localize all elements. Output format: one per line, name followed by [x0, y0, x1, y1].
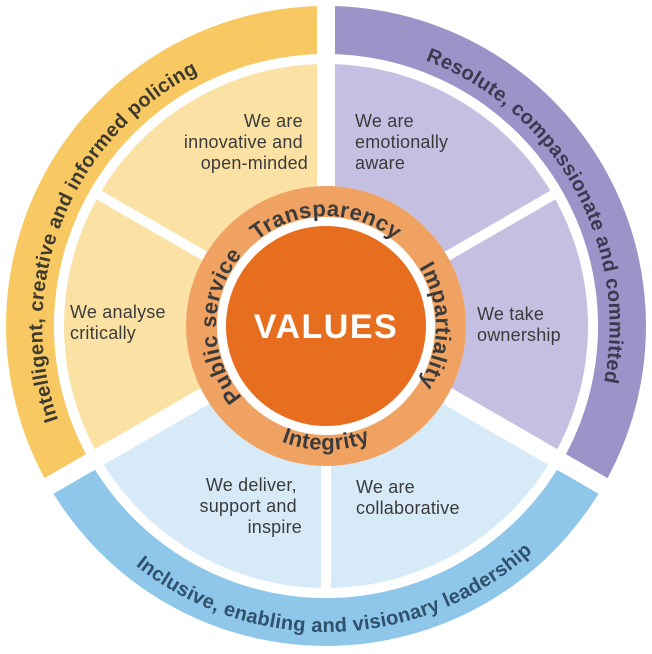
segment-text-line: innovative and — [184, 132, 303, 152]
hub-core-circle — [226, 226, 426, 426]
segment-text-line: We analyse — [70, 302, 166, 322]
segment-text-line: ownership — [477, 325, 561, 345]
outer-arc-gold — [6, 6, 327, 486]
segment-text-line: We take — [477, 304, 544, 324]
segment-text-analyse: We analyse critically — [70, 302, 171, 343]
segment-text-line: We are — [244, 111, 303, 131]
segment-text-innovative: We are innovative and open-minded — [184, 111, 308, 173]
hub-values-label: VALUES — [254, 308, 398, 346]
segment-text-collaborative: We are collaborative — [356, 477, 460, 518]
segment-text-take-ownership: We take ownership — [477, 304, 561, 345]
segment-text-line: critically — [70, 323, 136, 343]
segment-text-line: We are — [356, 477, 415, 497]
segment-text-line: emotionally — [355, 132, 448, 152]
segment-text-line: We are — [355, 111, 414, 131]
segment-text-deliver: We deliver, support and inspire — [200, 475, 302, 537]
segment-band-purple — [326, 64, 589, 457]
segment-text-line: We deliver, — [206, 475, 297, 495]
outer-arc-blue — [48, 462, 604, 646]
segment-statements: We are innovative and open-minded We are… — [70, 111, 561, 537]
segment-text-emotionally-aware: We are emotionally aware — [355, 111, 453, 173]
segment-text-line: support and — [200, 496, 297, 516]
segment-text-line: aware — [355, 153, 405, 173]
segment-band-gold — [63, 64, 327, 457]
segment-text-line: open-minded — [201, 153, 308, 173]
outer-arc-purple — [326, 6, 646, 486]
segment-text-line: collaborative — [356, 498, 460, 518]
segment-text-line: inspire — [248, 517, 302, 537]
